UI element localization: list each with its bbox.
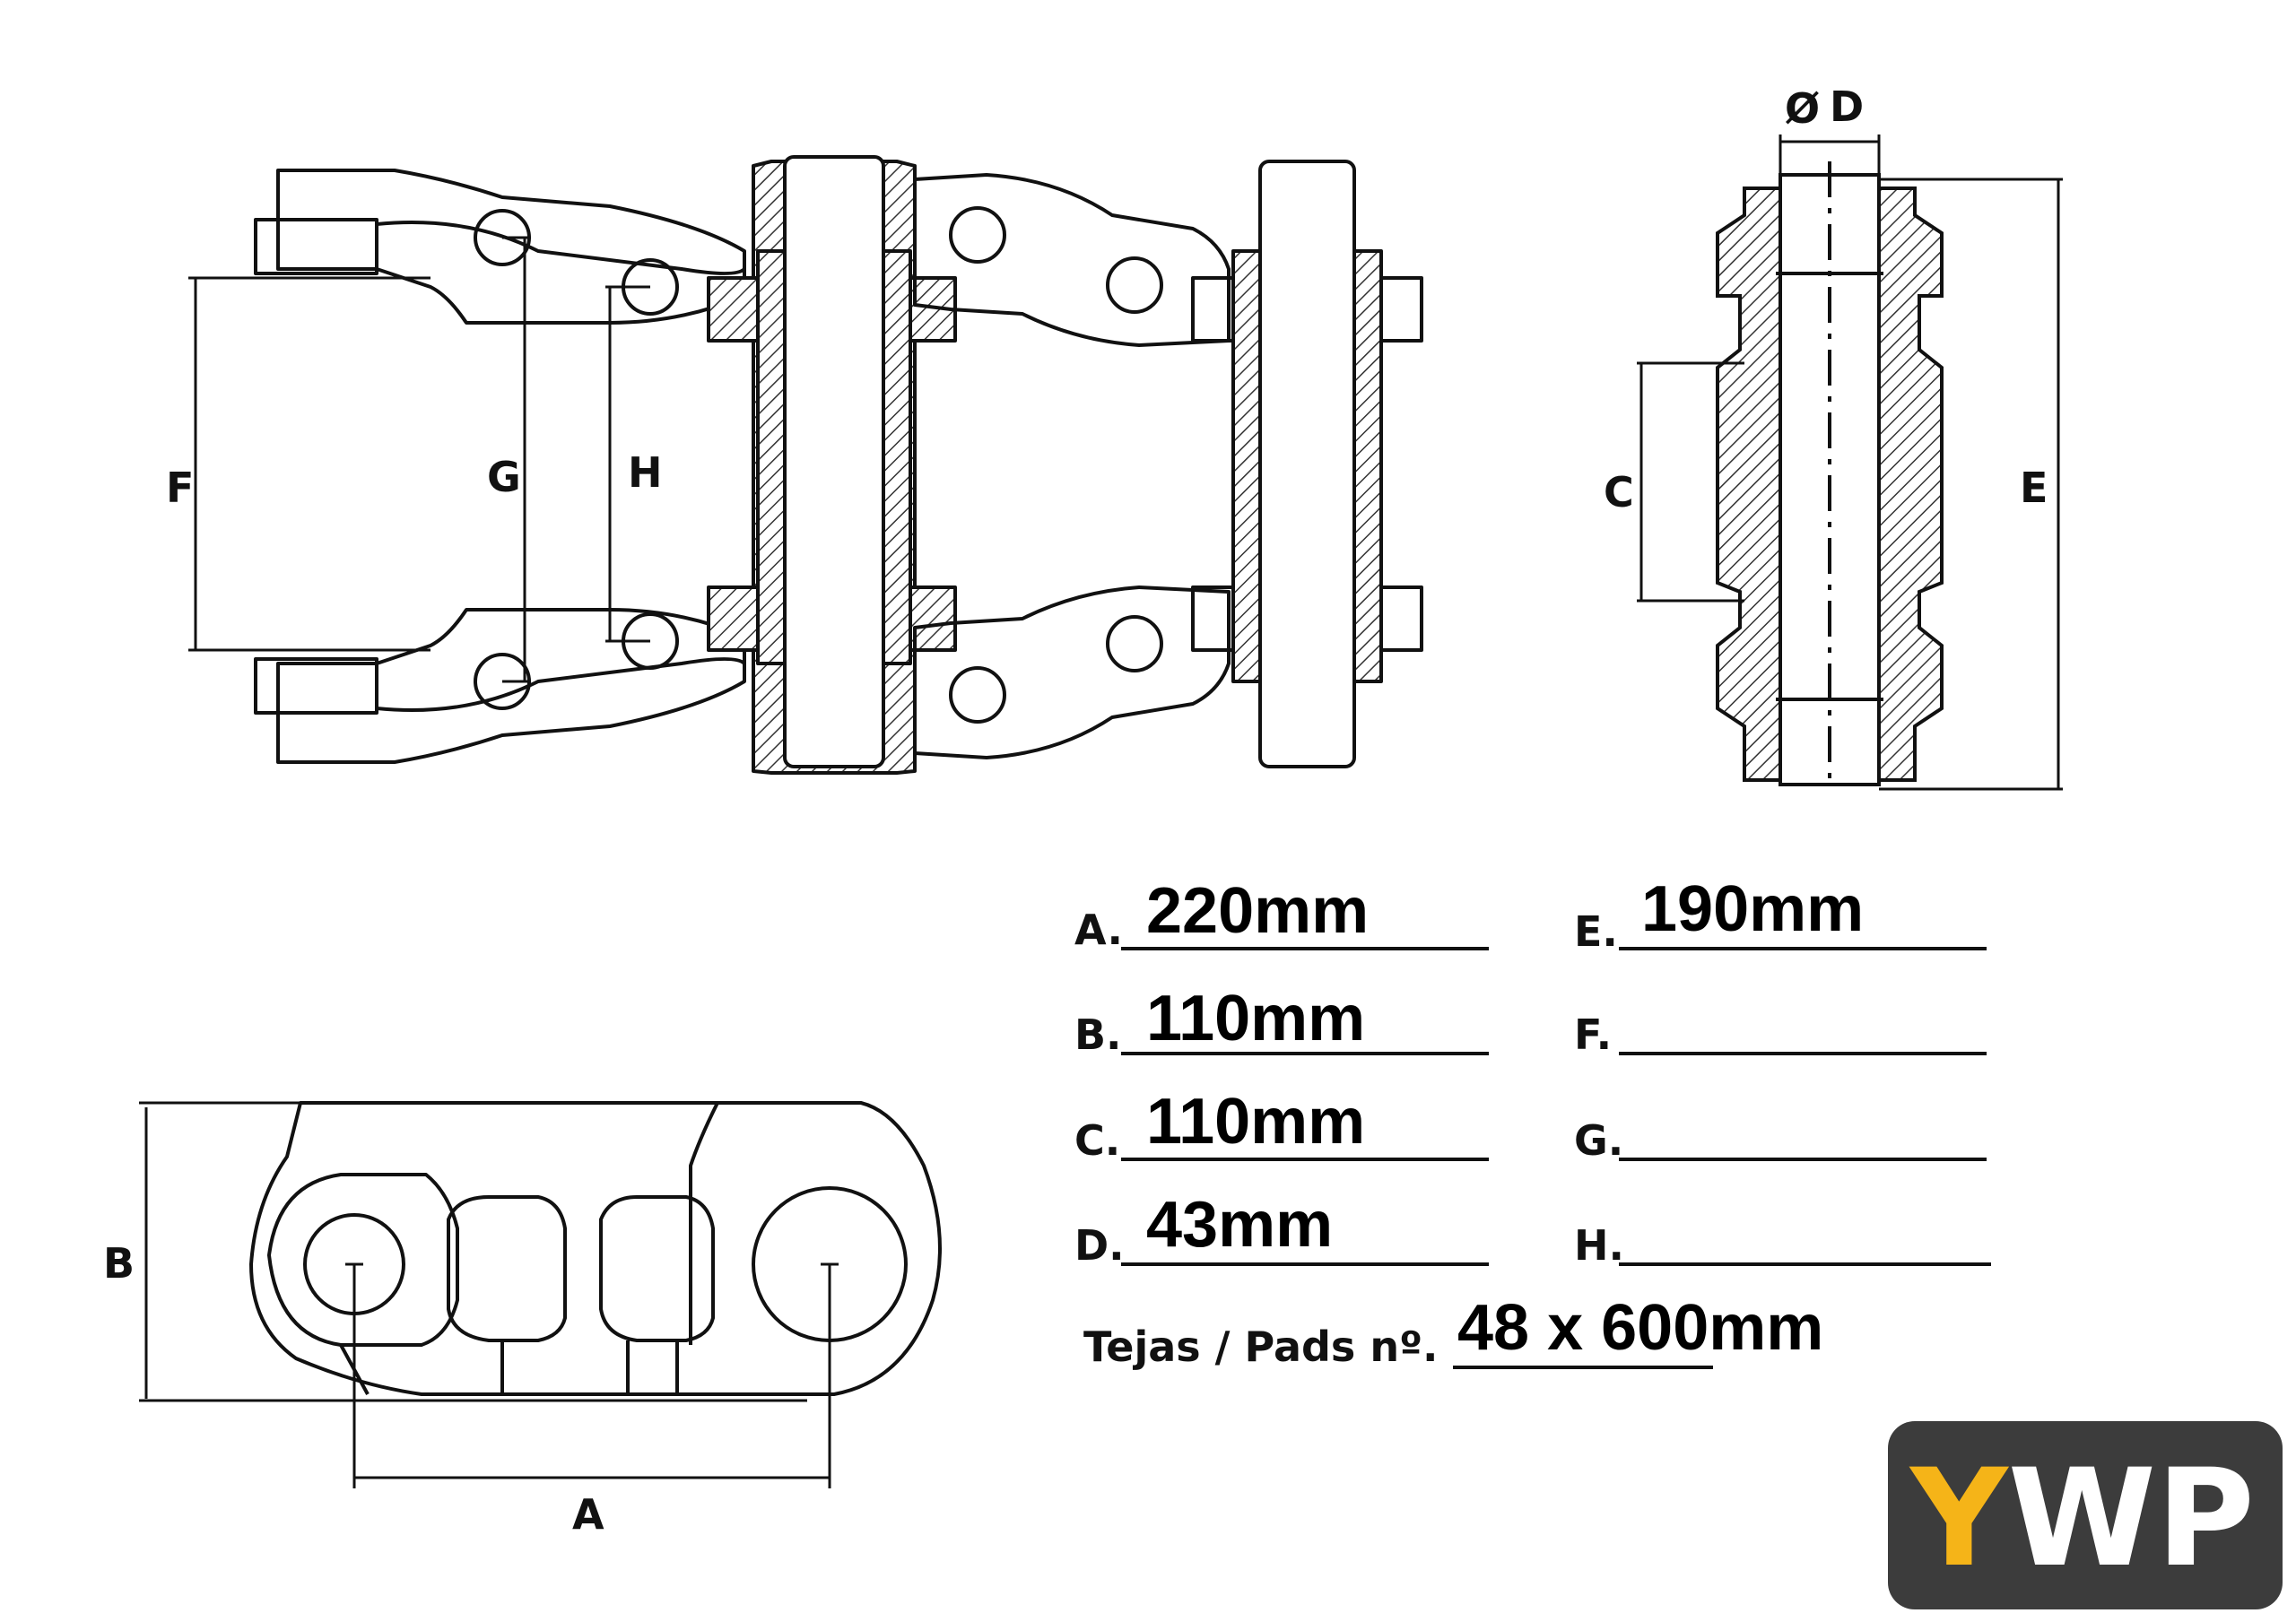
svg-text:G.: G. [1574, 1116, 1623, 1165]
dim-letter-d: D [1830, 82, 1864, 131]
dim-letter-a: A [572, 1490, 604, 1539]
svg-text:A.: A. [1074, 906, 1123, 954]
svg-text:B.: B. [1074, 1010, 1122, 1059]
dim-letter-b: B [103, 1239, 135, 1288]
spec-row-g: G. [1574, 1116, 1987, 1165]
spec-row-d: D. 43mm [1074, 1189, 1489, 1270]
side-view-dimensions [139, 1101, 839, 1488]
svg-text:48 x 600mm: 48 x 600mm [1457, 1292, 1823, 1364]
svg-text:220mm: 220mm [1146, 875, 1369, 947]
section-view-dimensions [1637, 134, 2063, 791]
pads-row: Tejas / Pads nº. 48 x 600mm [1083, 1292, 1823, 1371]
spec-row-h: H. [1574, 1221, 1991, 1270]
spec-table: A. 220mm B. 110mm C. 110mm D. 43mm E. 19… [1074, 873, 1991, 1371]
spec-row-a: A. 220mm [1074, 875, 1489, 954]
spec-row-e: E. 190mm [1574, 873, 1987, 956]
dim-letter-e: E [2020, 464, 2048, 512]
ywp-logo: YWP [1888, 1421, 2283, 1609]
top-view-dimensions [188, 236, 650, 683]
svg-text:H.: H. [1574, 1221, 1624, 1270]
diameter-symbol: Ø [1785, 84, 1820, 133]
dim-letter-h: H [628, 448, 663, 497]
dim-letter-c: C [1604, 468, 1634, 516]
dim-letter-f: F [166, 464, 194, 512]
spec-row-f: F. [1574, 1010, 1987, 1059]
svg-text:110mm: 110mm [1146, 983, 1365, 1054]
svg-text:E.: E. [1574, 907, 1618, 956]
pin-section-view [1716, 161, 1944, 789]
logo-letter-w: W [2008, 1441, 2156, 1597]
svg-text:110mm: 110mm [1146, 1086, 1365, 1158]
logo-letter-p: P [2156, 1441, 2255, 1597]
spec-row-c: C. 110mm [1074, 1086, 1489, 1165]
svg-text:43mm: 43mm [1146, 1189, 1333, 1261]
logo-text: YWP [1909, 1441, 2255, 1597]
svg-text:190mm: 190mm [1641, 873, 1864, 945]
svg-text:F.: F. [1574, 1010, 1612, 1059]
chain-top-view [254, 155, 1423, 775]
svg-text:D.: D. [1074, 1221, 1125, 1270]
svg-text:C.: C. [1074, 1116, 1120, 1165]
svg-text:Tejas / Pads nº.: Tejas / Pads nº. [1083, 1323, 1439, 1371]
dim-letter-g: G [487, 453, 521, 501]
spec-row-b: B. 110mm [1074, 983, 1489, 1059]
logo-letter-y: Y [1909, 1441, 2010, 1597]
